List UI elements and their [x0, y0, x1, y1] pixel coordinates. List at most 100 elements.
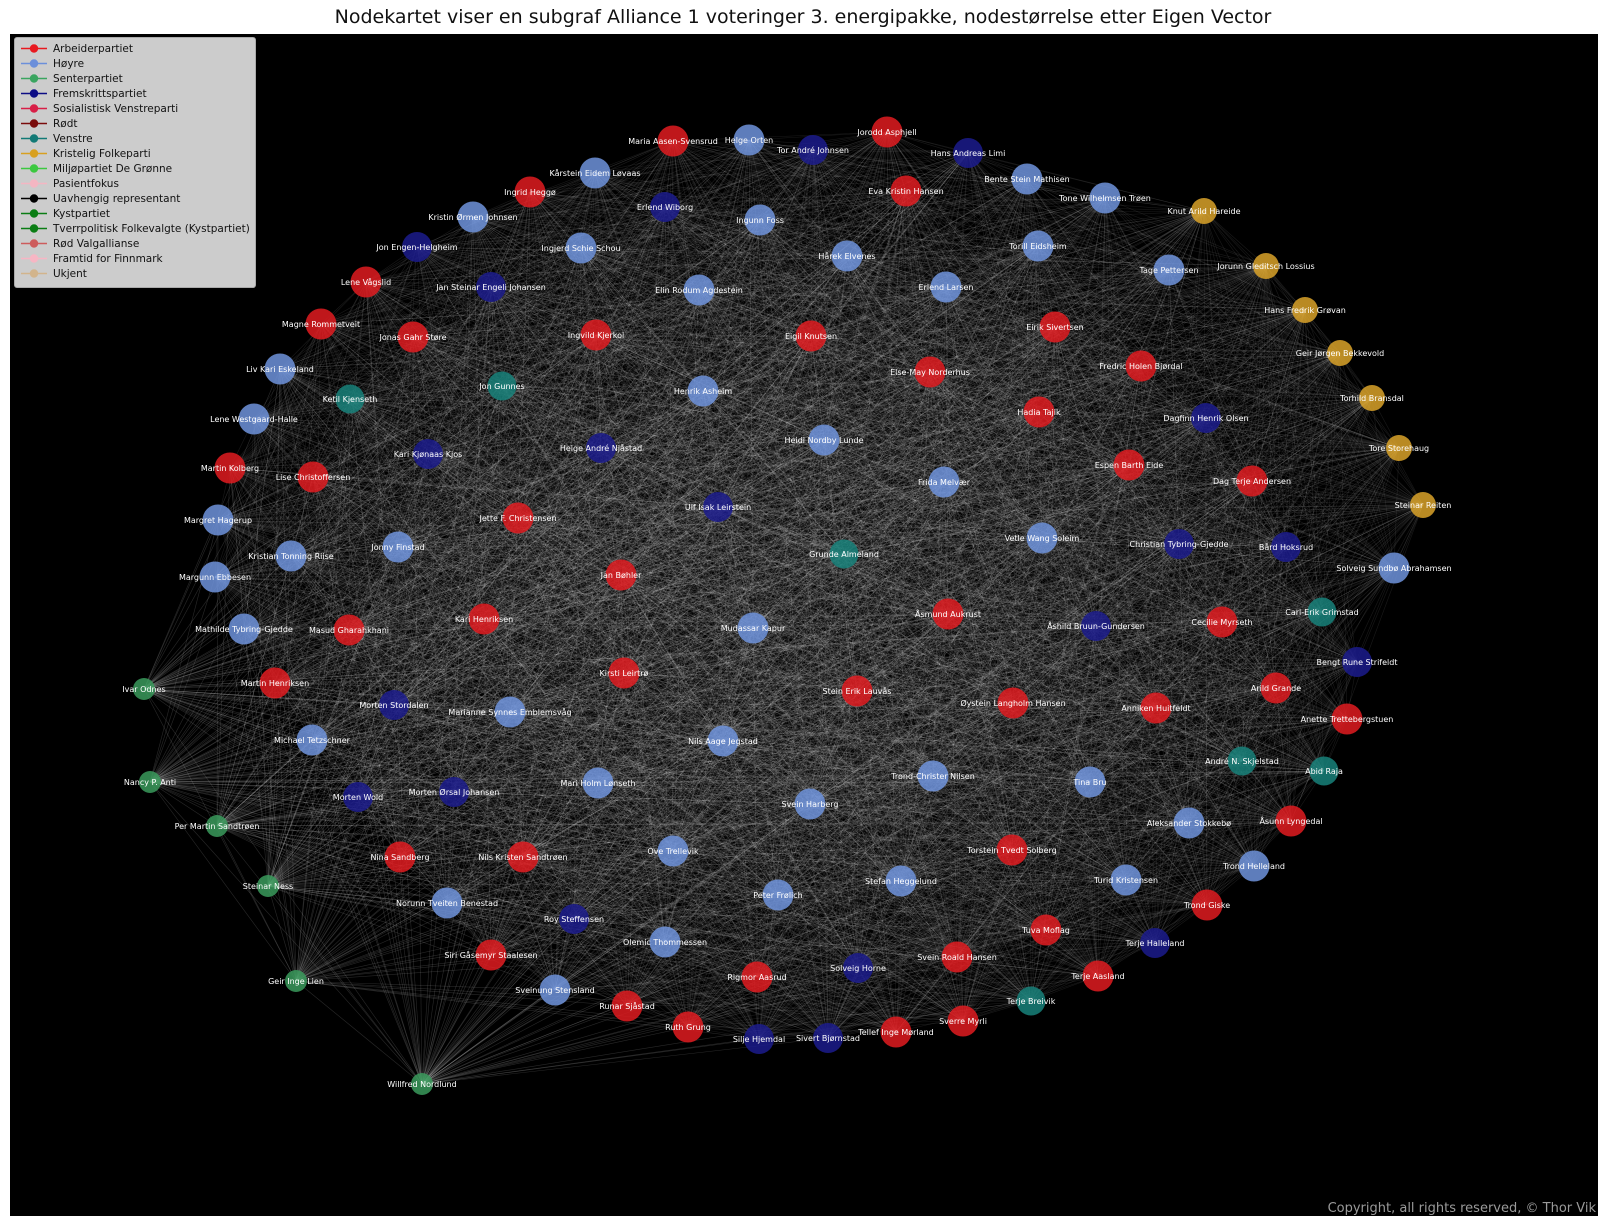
- edge: [357, 245, 1039, 798]
- edge: [594, 172, 1424, 506]
- edge: [698, 289, 859, 969]
- edge: [320, 323, 845, 555]
- edge: [529, 191, 1287, 548]
- edge: [472, 140, 674, 218]
- edge: [320, 323, 519, 519]
- edge: [594, 139, 750, 174]
- edge: [279, 152, 969, 370]
- edge: [962, 197, 1106, 1022]
- edge: [886, 131, 1208, 906]
- edge: [509, 289, 700, 713]
- edge: [722, 178, 1028, 742]
- edge: [812, 149, 1243, 762]
- edge: [349, 247, 582, 400]
- edge: [748, 139, 1056, 328]
- edge: [529, 191, 1255, 867]
- edge: [812, 149, 897, 1033]
- edge: [967, 152, 1207, 419]
- edge: [216, 206, 666, 827]
- edge: [554, 172, 596, 991]
- edge: [756, 286, 947, 978]
- edge: [595, 334, 1180, 545]
- edge: [393, 269, 1170, 706]
- edge: [759, 152, 969, 221]
- edge: [886, 131, 1091, 783]
- edge: [967, 152, 1287, 548]
- edge: [595, 334, 931, 373]
- edge: [580, 247, 1325, 772]
- edge: [698, 289, 1223, 623]
- edge: [843, 265, 1267, 555]
- edge: [698, 139, 750, 291]
- edge: [929, 152, 969, 373]
- edge: [349, 131, 888, 400]
- edge: [416, 246, 524, 858]
- edge: [827, 245, 1039, 1039]
- edge: [399, 172, 596, 858]
- edge: [717, 245, 1039, 508]
- edge: [672, 140, 1156, 944]
- edge: [295, 131, 888, 982]
- edge: [501, 334, 597, 387]
- node-label: Erlend Wiborg: [637, 203, 693, 212]
- edge: [967, 152, 1127, 881]
- edge: [529, 191, 1358, 663]
- edge: [945, 286, 1255, 867]
- edge: [279, 269, 1170, 370]
- edge: [1168, 269, 1306, 311]
- edge: [320, 269, 1170, 325]
- edge: [595, 265, 1267, 336]
- edge: [1241, 265, 1267, 762]
- edge: [393, 247, 582, 706]
- edge: [905, 190, 1013, 851]
- edge: [886, 131, 1341, 354]
- edge: [412, 336, 897, 1033]
- edge: [472, 216, 1014, 704]
- edge: [412, 336, 1358, 663]
- edge: [357, 286, 492, 798]
- edge: [416, 246, 666, 943]
- edge: [756, 265, 1267, 978]
- edge: [529, 191, 1013, 851]
- edge: [580, 247, 1277, 689]
- edge: [698, 289, 754, 629]
- edge: [1026, 178, 1170, 271]
- edge: [143, 172, 596, 690]
- edge: [698, 289, 825, 441]
- edge: [348, 286, 947, 631]
- edge: [490, 286, 1091, 783]
- edge: [698, 131, 888, 291]
- edge: [664, 206, 1373, 399]
- edge: [295, 178, 1028, 982]
- edge: [427, 139, 750, 455]
- edge: [702, 178, 1028, 392]
- edge: [620, 131, 888, 576]
- edge: [416, 246, 719, 508]
- edge: [594, 172, 1277, 689]
- edge: [1054, 309, 1306, 328]
- edge: [962, 210, 1205, 1022]
- edge: [672, 140, 1400, 449]
- edge: [446, 139, 750, 904]
- edge: [397, 265, 1267, 548]
- edge: [1203, 210, 1395, 569]
- edge: [365, 281, 1400, 449]
- edge: [823, 210, 1205, 441]
- edge: [529, 191, 719, 508]
- edge: [274, 265, 1267, 684]
- edge: [595, 334, 1341, 354]
- edge: [490, 286, 1223, 623]
- graph-node: Hans Andreas Limi: [931, 138, 1005, 168]
- edge: [687, 286, 947, 1028]
- edge: [886, 131, 1358, 663]
- edge: [752, 286, 947, 629]
- edge: [823, 190, 907, 441]
- edge: [812, 149, 1306, 311]
- edge: [279, 206, 666, 370]
- edge: [490, 286, 1156, 944]
- edge: [348, 336, 414, 631]
- edge: [823, 197, 1106, 441]
- edge: [311, 197, 1106, 741]
- edge: [595, 334, 704, 392]
- edge: [698, 289, 829, 1039]
